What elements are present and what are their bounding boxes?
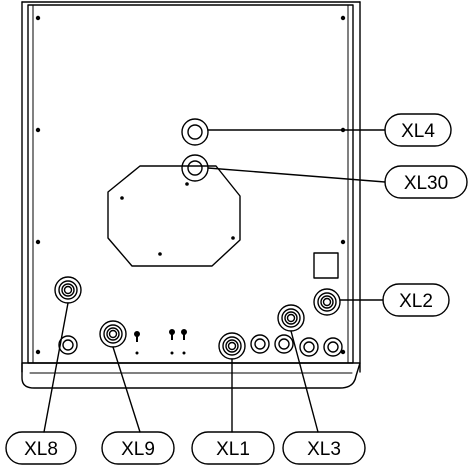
connection-xl4 [181, 118, 209, 146]
valve-icon [134, 331, 140, 355]
callout-label: XL3 [307, 439, 341, 460]
connection-xl8 [54, 276, 82, 304]
leader-lines [43, 129, 386, 433]
screw-icon [231, 236, 235, 240]
callout-label: XL4 [401, 121, 435, 142]
leader-line-xl9 [112, 346, 141, 433]
screw-icon [340, 239, 346, 245]
callout-label: XL9 [121, 439, 155, 460]
screw-icon [120, 196, 124, 200]
leader-line-xl30 [207, 167, 386, 183]
screw-icon [35, 15, 41, 21]
callout-xl4: XL4 [384, 113, 452, 147]
callout-xl8: XL8 [5, 431, 77, 465]
callout-xl1: XL1 [191, 431, 275, 465]
unit-base [21, 362, 361, 389]
connection-xl30 [181, 154, 209, 182]
edge-screws [35, 15, 346, 355]
callout-label: XL8 [24, 439, 58, 460]
callout-xl9: XL9 [101, 431, 175, 465]
callout-label: XL1 [216, 439, 250, 460]
callout-xl3: XL3 [282, 431, 366, 465]
connection-xl1 [218, 332, 246, 360]
inspection-box [313, 252, 339, 279]
screw-icon [35, 239, 41, 245]
callout-label: XL30 [404, 173, 448, 194]
valve-icon [181, 329, 187, 355]
screw-icon [340, 15, 346, 21]
screw-icon [158, 252, 162, 256]
connection-xl2 [313, 288, 341, 316]
rear-panel [27, 4, 354, 364]
screw-icon [35, 127, 41, 133]
valve-icon [169, 329, 175, 355]
connection-xl9 [99, 320, 127, 348]
sensor-valves [134, 329, 187, 355]
callout-label: XL2 [399, 291, 433, 312]
cable-grommets [58, 334, 343, 357]
screw-icon [340, 349, 346, 355]
leader-line-xl8 [43, 302, 69, 433]
screw-icon [35, 349, 41, 355]
unit-housing [21, 1, 361, 389]
octagonal-cover [107, 165, 241, 267]
connection-xl3 [277, 304, 305, 332]
callout-xl2: XL2 [382, 283, 450, 317]
screw-icon [185, 182, 189, 186]
callout-xl30: XL30 [384, 165, 468, 199]
cover-plate [107, 165, 241, 267]
leader-line-xl3 [290, 330, 319, 433]
